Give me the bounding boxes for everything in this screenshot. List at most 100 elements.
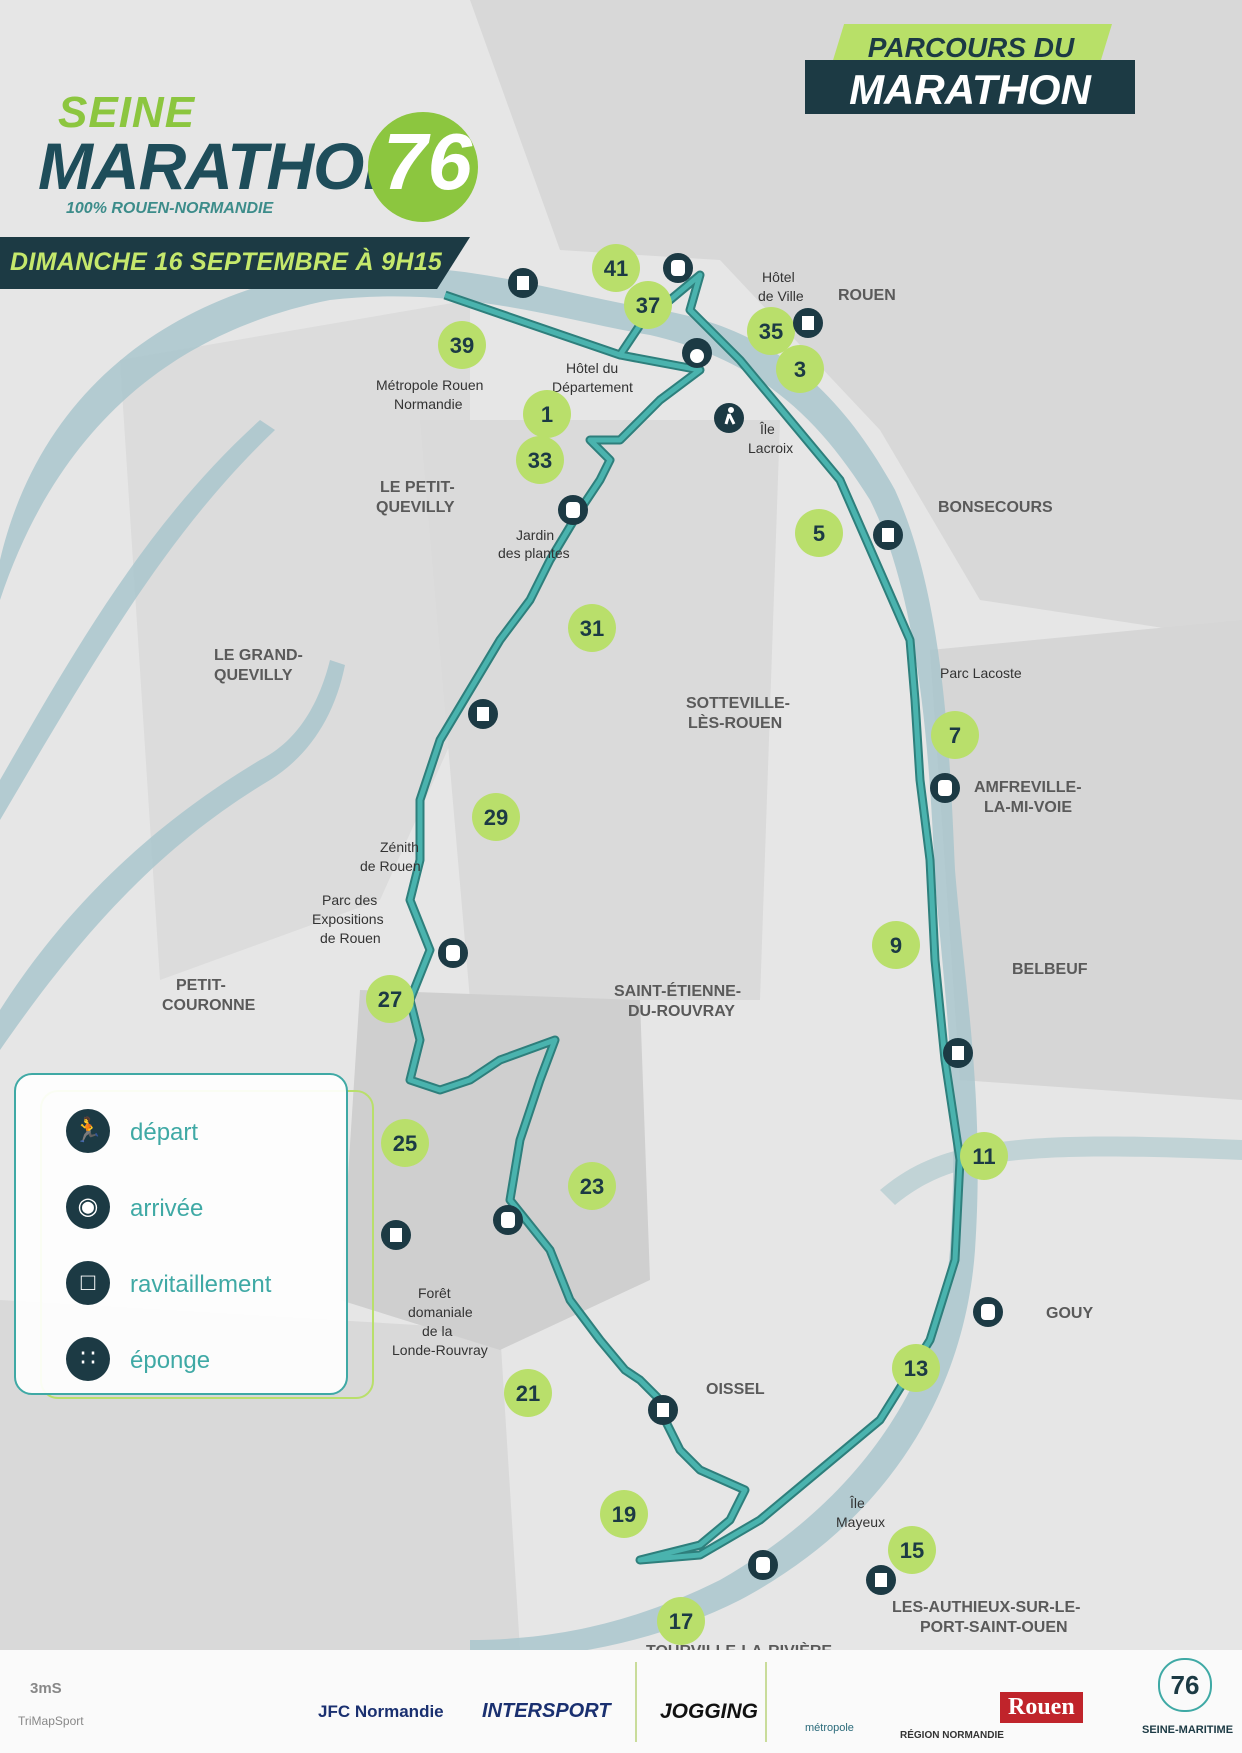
place-label: LES-AUTHIEUX-SUR-LE- xyxy=(892,1599,1080,1616)
sponsor-trimapsport: TriMapSport xyxy=(18,1714,84,1728)
svg-text:23: 23 xyxy=(580,1174,604,1199)
legend-label: départ xyxy=(130,1119,199,1146)
svg-text:9: 9 xyxy=(890,933,902,958)
km-marker: 35 xyxy=(747,307,795,355)
sponsor-76: 76 xyxy=(1158,1658,1212,1712)
poi-label: Lacroix xyxy=(748,440,793,456)
sponge-icon xyxy=(438,938,468,968)
km-marker: 7 xyxy=(931,711,979,759)
place-labels: ROUEN BONSECOURS LE PETIT- QUEVILLY LE G… xyxy=(162,287,1093,1660)
svg-text:27: 27 xyxy=(378,987,402,1012)
event-logo: SEINE MARATHON 76 100% ROUEN-NORMANDIE xyxy=(28,20,498,222)
svg-text:13: 13 xyxy=(904,1356,928,1381)
legend-label: éponge xyxy=(130,1347,211,1374)
svg-text:25: 25 xyxy=(393,1131,417,1156)
place-label: QUEVILLY xyxy=(376,499,455,516)
footer-divider xyxy=(765,1662,767,1742)
marathon-route xyxy=(405,270,965,1565)
sponsor-seine-maritime: SEINE-MARITIME xyxy=(1142,1724,1234,1736)
poi-label: de Rouen xyxy=(360,858,421,874)
km-marker: 3 xyxy=(776,345,824,393)
km-marker: 25 xyxy=(381,1119,429,1167)
poi-labels: Hôtel de Ville Hôtel du Département Métr… xyxy=(312,269,1022,1530)
svg-text:19: 19 xyxy=(612,1502,636,1527)
km-marker: 27 xyxy=(366,975,414,1023)
cup-icon xyxy=(866,1565,896,1595)
place-label: GOUY xyxy=(1046,1305,1093,1322)
poi-label: Hôtel xyxy=(762,269,795,285)
refreshment-points xyxy=(381,268,973,1595)
sponge-icon xyxy=(930,773,960,803)
place-label: PORT-SAINT-OUEN xyxy=(920,1619,1068,1636)
logo-number: 76 xyxy=(383,117,472,206)
poi-label: de Ville xyxy=(758,288,804,304)
finish-marker xyxy=(682,338,712,368)
place-label: BELBEUF xyxy=(1012,961,1088,978)
place-label: ROUEN xyxy=(838,287,896,304)
svg-text:11: 11 xyxy=(972,1144,995,1169)
poi-label: de Rouen xyxy=(320,930,381,946)
sponsor-footer: 3mS TriMapSport JFC Normandie INTERSPORT… xyxy=(0,1650,1242,1753)
place-label: LA-MI-VOIE xyxy=(984,799,1072,816)
sponsor-jogging: JOGGING xyxy=(660,1700,759,1723)
km-marker: 37 xyxy=(624,281,672,329)
km-marker: 1 xyxy=(523,390,571,438)
svg-text:21: 21 xyxy=(516,1381,540,1406)
svg-text:17: 17 xyxy=(669,1609,693,1634)
svg-text:37: 37 xyxy=(636,293,660,318)
poi-label: Expositions xyxy=(312,911,384,927)
sponge-icon xyxy=(748,1550,778,1580)
sponge-icon: ∷ xyxy=(66,1337,110,1381)
poi-label: Londe-Rouvray xyxy=(392,1342,488,1358)
place-label: DU-ROUVRAY xyxy=(628,1003,735,1020)
km-marker: 39 xyxy=(438,321,486,369)
km-marker: 31 xyxy=(568,604,616,652)
medal-icon: ◉ xyxy=(66,1185,110,1229)
poi-label: Zénith xyxy=(380,839,419,855)
km-marker: 15 xyxy=(888,1526,936,1574)
km-marker: 17 xyxy=(657,1597,705,1645)
poi-label: Forêt xyxy=(418,1285,451,1301)
poi-label: des plantes xyxy=(498,545,570,561)
km-marker: 23 xyxy=(568,1162,616,1210)
logo-marathon: MARATHON xyxy=(38,129,411,203)
svg-text:7: 7 xyxy=(949,723,961,748)
svg-text:39: 39 xyxy=(450,333,474,358)
poi-label: Mayeux xyxy=(836,1514,885,1530)
footer-divider xyxy=(635,1662,637,1742)
poi-label: Département xyxy=(552,379,633,395)
sponsor-rouen: Rouen xyxy=(1000,1692,1083,1723)
km-markers: 1 3 5 7 9 11 13 15 17 19 21 23 25 27 29 … xyxy=(366,244,1008,1645)
legend-label: arrivée xyxy=(130,1195,204,1222)
poi-label: Île xyxy=(849,1495,865,1511)
svg-text:1: 1 xyxy=(541,402,553,427)
sponge-icon xyxy=(493,1205,523,1235)
poi-label: Île xyxy=(759,421,775,437)
poi-label: Hôtel du xyxy=(566,360,618,376)
svg-text:33: 33 xyxy=(528,448,552,473)
date-banner: DIMANCHE 16 SEPTEMBRE À 9H15 xyxy=(0,237,470,289)
svg-text:31: 31 xyxy=(580,616,604,641)
cup-icon xyxy=(381,1220,411,1250)
km-marker: 29 xyxy=(472,793,520,841)
sponsor-3ms: 3mS xyxy=(30,1680,62,1697)
km-marker: 9 xyxy=(872,921,920,969)
sponge-icon xyxy=(973,1297,1003,1327)
place-label: OISSEL xyxy=(706,1381,765,1398)
poi-label: Jardin xyxy=(516,527,554,543)
title-line2: MARATHON xyxy=(849,66,1091,113)
logo-tagline: 100% ROUEN-NORMANDIE xyxy=(66,200,274,217)
cup-icon xyxy=(873,520,903,550)
title-banner-bottom: MARATHON xyxy=(805,60,1135,114)
cup-icon xyxy=(793,308,823,338)
place-label: SAINT-ÉTIENNE- xyxy=(614,981,741,1000)
logo-circle xyxy=(368,112,478,222)
poi-label: Métropole Rouen xyxy=(376,377,483,393)
km-marker: 19 xyxy=(600,1490,648,1538)
poi-label: Normandie xyxy=(394,396,463,412)
sponge-points xyxy=(438,253,1003,1580)
cup-icon xyxy=(468,699,498,729)
poi-label: de la xyxy=(422,1323,453,1339)
